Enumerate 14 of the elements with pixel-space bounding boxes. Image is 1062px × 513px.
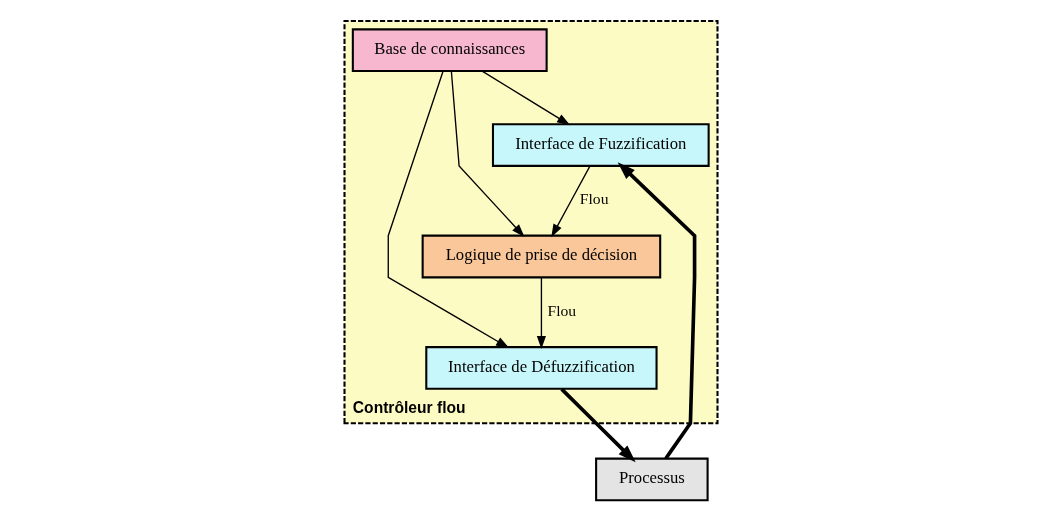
arrow — [536, 276, 547, 350]
arrow — [617, 162, 697, 460]
arrow — [387, 70, 510, 349]
node-box: Base de connaissances — [351, 28, 548, 73]
node-box: Interface de Défuzzification — [425, 346, 658, 390]
arrow — [551, 165, 591, 238]
node-box: Logique de prise de décision — [421, 234, 662, 279]
arrow — [481, 70, 571, 126]
arrow — [560, 387, 636, 463]
node-box: Interface de Fuzzification — [491, 123, 710, 167]
edge-label: Flou — [579, 190, 609, 208]
node-box: Processus — [595, 457, 709, 502]
arrow — [450, 70, 525, 238]
edge-label: Flou — [547, 301, 577, 319]
